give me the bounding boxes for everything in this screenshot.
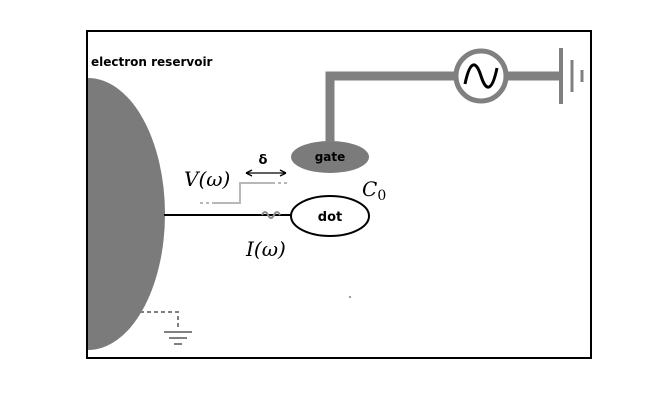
delta-label: δ [259, 153, 268, 168]
capacitance-subscript: 0 [377, 188, 386, 204]
double-arrow-icon [245, 169, 287, 177]
electron-reservoir-shape [88, 78, 165, 350]
voltage-step-line [197, 182, 290, 204]
ground-icon [140, 311, 192, 345]
speck-mark [349, 296, 351, 298]
gate-label: gate [315, 150, 346, 164]
diagram-frame [86, 30, 592, 359]
voltage-label: V(ω) [184, 167, 230, 191]
reservoir-label: electron reservoir [91, 55, 213, 69]
current-label: I(ω) [245, 237, 286, 261]
capacitance-symbol: C [362, 177, 377, 201]
gate-lead-wire [325, 71, 458, 142]
gate-electrode [291, 141, 369, 173]
ground-icon [559, 48, 584, 104]
dot-label: dot [318, 210, 342, 225]
current-wave-icon [261, 211, 281, 219]
ac-source-icon [453, 48, 509, 104]
quantum-dot [290, 195, 370, 237]
capacitance-label: C0 [362, 177, 386, 204]
